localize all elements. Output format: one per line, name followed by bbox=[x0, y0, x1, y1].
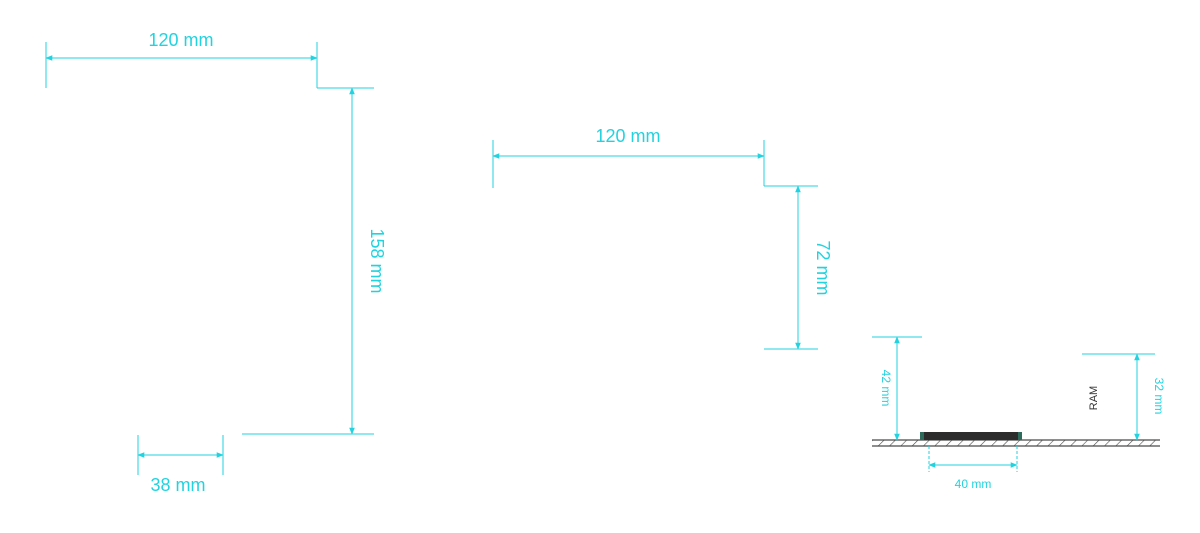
drawing-b: 120 mm 72 mm bbox=[492, 126, 833, 350]
a-small-label: 38 mm bbox=[150, 475, 205, 495]
board-connector-left bbox=[920, 432, 924, 440]
c-left-height-label: 42 mm bbox=[879, 370, 893, 407]
ram-label: RAM bbox=[1088, 386, 1100, 410]
board bbox=[920, 432, 1022, 440]
c-right-height-label: 32 mm bbox=[1152, 378, 1166, 415]
ground-hatch bbox=[872, 440, 1160, 446]
a-width-label: 120 mm bbox=[148, 30, 213, 50]
c-width-label: 40 mm bbox=[955, 477, 992, 491]
b-width-label: 120 mm bbox=[595, 126, 660, 146]
drawing-c: 42 mm 32 mm RAM 40 mm bbox=[872, 336, 1166, 491]
board-connector-right bbox=[1018, 432, 1022, 440]
b-height-label: 72 mm bbox=[813, 240, 833, 295]
drawing-a: 120 mm 158 mm 38 mm bbox=[45, 30, 387, 495]
a-height-label: 158 mm bbox=[367, 228, 387, 293]
